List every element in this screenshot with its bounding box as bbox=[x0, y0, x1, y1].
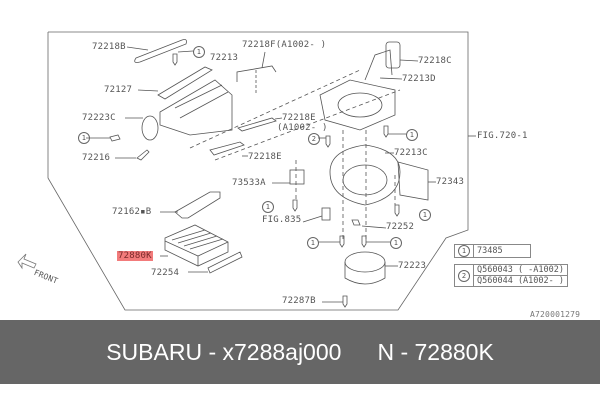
callout-72880K-highlighted[interactable]: 72880K bbox=[117, 251, 153, 261]
callout-72223[interactable]: 72223 bbox=[398, 261, 427, 271]
callout-72127[interactable]: 72127 bbox=[104, 85, 133, 95]
callout-72216[interactable]: 72216 bbox=[82, 153, 111, 163]
marker-1-icon: 1 bbox=[193, 46, 205, 58]
legend-part: 73485 bbox=[473, 244, 531, 258]
callout-72343[interactable]: 72343 bbox=[436, 177, 465, 187]
marker-1-icon: 1 bbox=[419, 209, 431, 221]
callout-72287B[interactable]: 72287B bbox=[282, 296, 316, 306]
marker-1-icon: 1 bbox=[78, 132, 90, 144]
marker-1-icon: 1 bbox=[390, 237, 402, 249]
callout-72252[interactable]: 72252 bbox=[386, 222, 415, 232]
brand-part-text: SUBARU - x7288aj000 bbox=[106, 338, 342, 365]
legend-marker-1: 1 bbox=[454, 244, 474, 258]
callout-72162B[interactable]: 72162▪B bbox=[112, 207, 152, 217]
callout-72218E-note: (A1002- ) bbox=[277, 123, 328, 133]
callout-72218B[interactable]: 72218B bbox=[92, 42, 126, 52]
callout-72213[interactable]: 72213 bbox=[210, 53, 239, 63]
callout-72218E[interactable]: 72218E bbox=[248, 152, 282, 162]
figure-reference[interactable]: FIG.720-1 bbox=[477, 131, 528, 141]
callout-72213D[interactable]: 72213D bbox=[402, 74, 436, 84]
callout-73533A[interactable]: 73533A bbox=[232, 178, 266, 188]
legend-part: Q560044 (A1002- ) bbox=[473, 275, 568, 287]
marker-2-icon: 2 bbox=[308, 133, 320, 145]
marker-1-icon: 1 bbox=[262, 201, 274, 213]
legend-marker-2: 2 bbox=[454, 264, 474, 287]
callout-72218F[interactable]: 72218F(A1002- ) bbox=[242, 40, 327, 50]
diagram-linework bbox=[17, 31, 476, 311]
part-info-banner: SUBARU - x7288aj000 N - 72880K bbox=[0, 320, 600, 384]
legend-part: Q560043 ( -A1002) bbox=[473, 264, 568, 276]
marker-1-icon: 1 bbox=[307, 237, 319, 249]
drawing-id: A720001279 bbox=[530, 310, 581, 319]
callout-72254[interactable]: 72254 bbox=[151, 268, 180, 278]
callout-72223C[interactable]: 72223C bbox=[82, 113, 116, 123]
callout-72213C[interactable]: 72213C bbox=[394, 148, 428, 158]
callout-72218E[interactable]: 72218E bbox=[282, 113, 316, 123]
callout-72218C[interactable]: 72218C bbox=[418, 56, 452, 66]
part-number-text: N - 72880K bbox=[377, 338, 494, 365]
callout-fig835[interactable]: FIG.835 bbox=[262, 215, 302, 225]
parts-diagram: 1 1 1 2 1 1 1 1 72218B 72218F(A1002- ) 7… bbox=[17, 31, 581, 319]
marker-1-icon: 1 bbox=[406, 129, 418, 141]
